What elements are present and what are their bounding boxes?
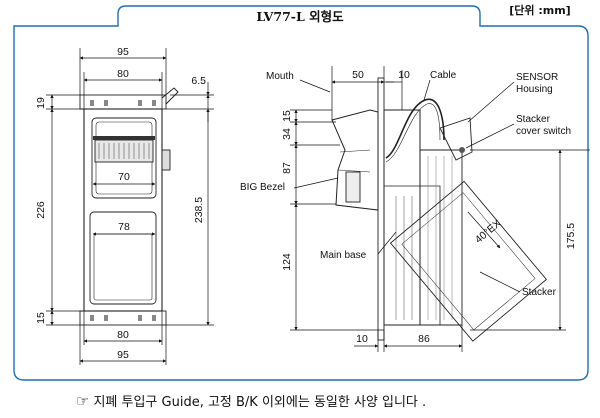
label-main-base: Main base bbox=[320, 250, 367, 261]
dim-front-left-top: 19 bbox=[35, 97, 47, 109]
drawing-frame bbox=[13, 5, 589, 381]
dim-side-15: 15 bbox=[281, 110, 293, 122]
dim-front-inner-78: 78 bbox=[118, 221, 130, 233]
dim-front-inner-70: 70 bbox=[118, 171, 130, 183]
label-stacker-cover: Stacker bbox=[516, 114, 551, 125]
label-sensor: SENSOR bbox=[516, 72, 558, 83]
label-big-bezel: BIG Bezel bbox=[240, 182, 285, 193]
dim-side-124: 124 bbox=[281, 253, 293, 271]
dim-side-stacker-angle: 40°EX bbox=[473, 217, 504, 245]
dim-side-34: 34 bbox=[281, 128, 293, 140]
unit-label: [단위 :mm] bbox=[509, 3, 570, 17]
footnote: ☞지폐 투입구 Guide, 고정 B/K 이외에는 동일한 사양 입니다 . bbox=[76, 391, 426, 410]
front-view bbox=[79, 87, 179, 326]
dim-side-bottom-86: 86 bbox=[418, 333, 430, 345]
drawing-title: LV77-L 외형도 bbox=[256, 9, 344, 24]
pointing-hand-icon: ☞ bbox=[76, 392, 90, 410]
dim-front-bottom-outer: 95 bbox=[117, 349, 129, 361]
dim-front-top-inner: 80 bbox=[117, 68, 129, 80]
label-mouth: Mouth bbox=[266, 71, 294, 82]
front-dimensions bbox=[46, 48, 214, 365]
side-view bbox=[331, 77, 548, 342]
dim-front-left-main: 226 bbox=[35, 201, 47, 219]
dim-side-bottom-10: 10 bbox=[356, 333, 368, 345]
dim-side-175: 175.5 bbox=[565, 223, 577, 249]
dim-front-right-main: 238.5 bbox=[193, 197, 205, 223]
label-cover-switch: cover switch bbox=[516, 126, 571, 137]
dim-front-left-bottom: 15 bbox=[35, 312, 47, 324]
label-stacker: Stacker bbox=[522, 287, 557, 298]
dim-side-87: 87 bbox=[281, 162, 293, 174]
label-cable: Cable bbox=[430, 70, 457, 81]
dim-front-bottom-inner: 80 bbox=[117, 329, 129, 341]
dim-side-mouth-width: 50 bbox=[352, 69, 364, 81]
dim-side-cable-gap: 10 bbox=[398, 69, 410, 81]
label-housing: Housing bbox=[516, 84, 553, 95]
footnote-text: 지폐 투입구 Guide, 고정 B/K 이외에는 동일한 사양 입니다 . bbox=[93, 395, 427, 410]
dim-front-top-outer: 95 bbox=[117, 46, 129, 58]
side-dimensions bbox=[290, 66, 590, 352]
dim-front-right-top: 6.5 bbox=[191, 75, 206, 87]
